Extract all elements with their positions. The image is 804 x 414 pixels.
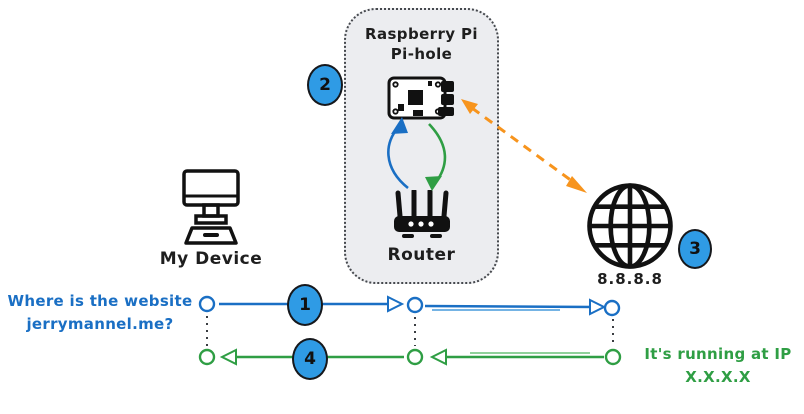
router-icon-holder: [386, 190, 458, 240]
node-device-query: [198, 295, 216, 313]
node-device-reply: [198, 348, 216, 366]
answer-text: It's running at IP X.X.X.X: [644, 345, 792, 386]
query-arrow-router-to-internet: [424, 298, 607, 316]
globe-icon-holder: [584, 180, 676, 272]
node-internet-query: [603, 299, 621, 317]
pi-to-router-arrow: [425, 123, 447, 191]
device-label: My Device: [159, 249, 263, 269]
step-badge-4: 4: [292, 338, 328, 380]
raspberry-pi-icon: [386, 74, 456, 122]
pihole-title: Raspberry Pi Pi-hole: [365, 25, 478, 64]
step-badge-1: 1: [287, 284, 323, 326]
raspberry-pi-board-icon: [387, 76, 454, 120]
pi-internet-dashed-arrow: [461, 99, 587, 193]
node-router-query: [406, 296, 424, 314]
device-icon-holder: [178, 168, 244, 246]
desktop-computer-icon: [182, 169, 240, 245]
router-to-pi-arrow: [387, 117, 409, 190]
node-router-reply: [406, 348, 424, 366]
globe-icon: [587, 183, 673, 269]
pihole-container: [344, 8, 499, 284]
internet-ip-label: 8.8.8.8: [597, 270, 663, 288]
router-icon: [394, 190, 450, 238]
step-badge-3: 3: [678, 229, 712, 269]
node-internet-reply: [604, 348, 622, 366]
step-badge-2: 2: [307, 64, 343, 106]
reply-arrow-internet-to-router: [429, 348, 604, 366]
router-label: Router: [387, 245, 456, 265]
query-text: Where is the website jerrymannel.me?: [7, 292, 193, 333]
